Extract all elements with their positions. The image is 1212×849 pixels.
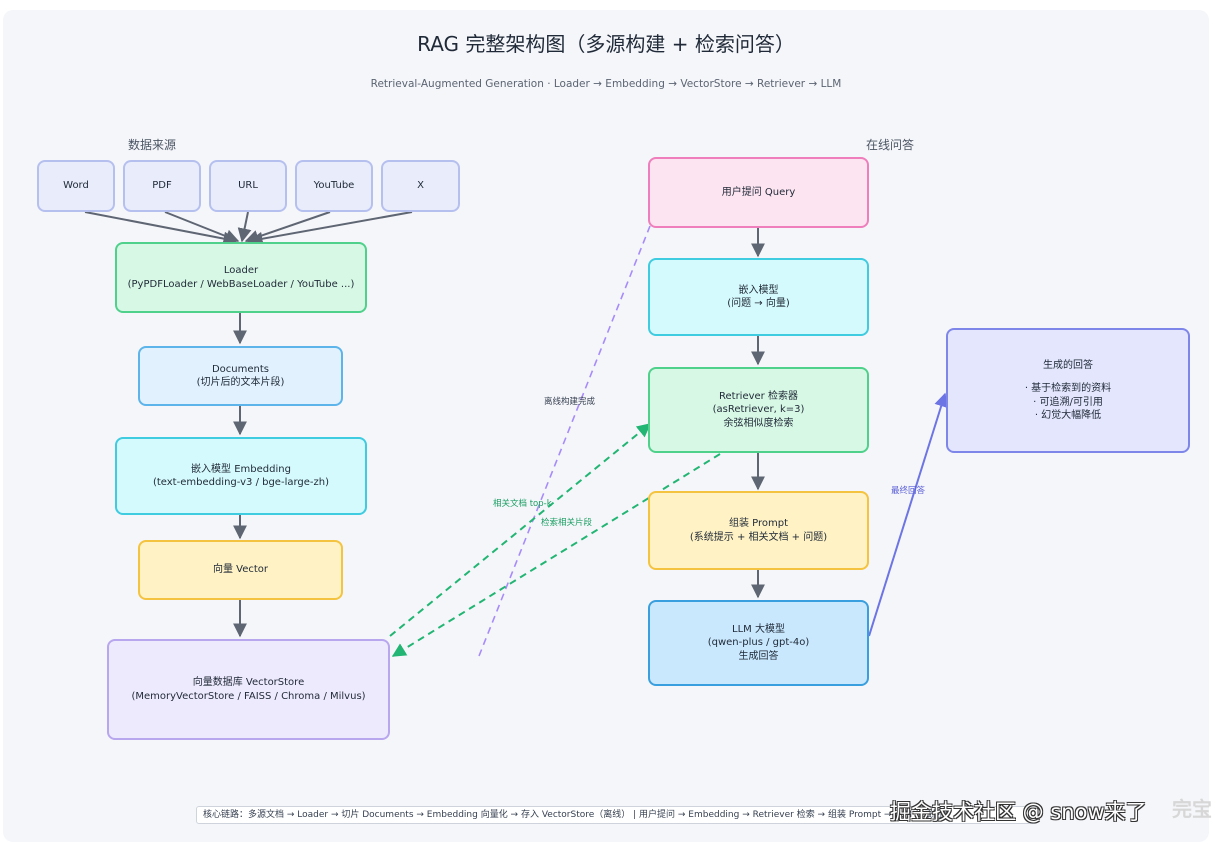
- watermark: 掘金技术社区 @ snow来了: [890, 800, 1147, 824]
- source-pdf: PDF: [123, 160, 201, 212]
- source-url: URL: [209, 160, 287, 212]
- loader-node: Loader(PyPDFLoader / WebBaseLoader / You…: [115, 242, 367, 313]
- source-youtube: YouTube: [295, 160, 373, 212]
- edge-label-search: 检索相关片段: [541, 518, 593, 528]
- edge-pdf-loader: [164, 211, 240, 243]
- section-label-sources: 数据来源: [128, 138, 177, 152]
- edge-search: [391, 453, 721, 657]
- edge-label-topk: 相关文档 top-k: [493, 499, 552, 509]
- footer-summary: 核心链路：多源文档 → Loader → 切片 Documents → Embe…: [196, 806, 1038, 824]
- source-x: X: [381, 160, 460, 212]
- edge-label-final: 最终回答: [891, 486, 926, 496]
- query-embedding-node: 嵌入模型(问题 → 向量): [648, 258, 869, 336]
- retriever-node: Retriever 检索器(asRetriever, k=3)余弦相似度检索: [648, 367, 869, 453]
- embedding-node: 嵌入模型 Embedding(text-embedding-v3 / bge-l…: [115, 437, 367, 515]
- llm-node: LLM 大模型(qwen-plus / gpt-4o)生成回答: [648, 600, 869, 686]
- vector-node: 向量 Vector: [138, 540, 343, 600]
- edge-topk: [389, 423, 652, 637]
- edge-offline-done: [478, 225, 651, 657]
- edge-label-offline-done: 离线构建完成: [544, 397, 596, 407]
- source-word: Word: [37, 160, 115, 212]
- answer-node: 生成的回答 · 基于检索到的资料 · 可追溯/可引用 · 幻觉大幅降低: [946, 328, 1190, 453]
- edge-final-answer: [868, 392, 948, 637]
- edge-url-loader: [237, 211, 252, 243]
- vectorstore-node: 向量数据库 VectorStore(MemoryVectorStore / FA…: [107, 639, 390, 740]
- prompt-node: 组装 Prompt(系统提示 + 相关文档 + 问题): [648, 491, 869, 570]
- edge-youtube-loader: [244, 211, 331, 244]
- query-node: 用户提问 Query: [648, 157, 869, 228]
- section-label-online: 在线问答: [866, 138, 915, 152]
- documents-node: Documents(切片后的文本片段): [138, 346, 343, 406]
- diagram-title: RAG 完整架构图（多源构建 + 检索问答）: [417, 32, 795, 56]
- edge-word-loader: [84, 211, 238, 246]
- diagram-subtitle: Retrieval-Augmented Generation · Loader …: [370, 78, 842, 90]
- corner-mark: 完宝 AI生: [1172, 797, 1212, 821]
- edge-x-loader: [248, 211, 413, 246]
